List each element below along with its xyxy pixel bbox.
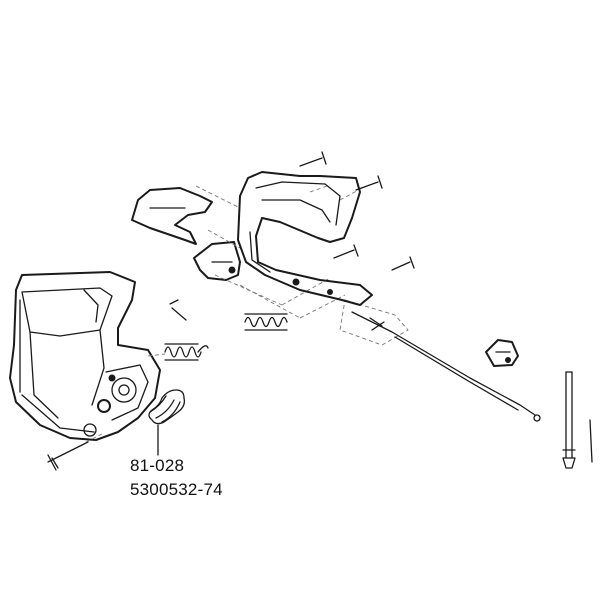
- pin-rod: [562, 371, 593, 469]
- part-number-label: 81-028: [130, 456, 185, 475]
- rubber-grommet: [485, 339, 519, 367]
- screw-middle: [333, 244, 359, 259]
- front-handle-frame: [237, 171, 373, 306]
- guide-lines: [195, 184, 409, 346]
- spring-upper-left: [147, 343, 209, 361]
- screw-small-upper: [169, 299, 187, 321]
- screw-right: [391, 256, 415, 271]
- screw-top-2: [355, 175, 383, 191]
- alt-part-number-label: 5300532-74: [130, 480, 223, 499]
- spring-callout: [148, 389, 186, 456]
- screw-lower-left: [47, 433, 103, 471]
- top-bracket: [131, 187, 213, 245]
- screw-top-1: [299, 151, 327, 167]
- rear-handle-housing: [9, 271, 161, 441]
- spring-middle: [244, 313, 288, 331]
- throttle-cable: [351, 311, 541, 422]
- damper-block: [193, 241, 241, 281]
